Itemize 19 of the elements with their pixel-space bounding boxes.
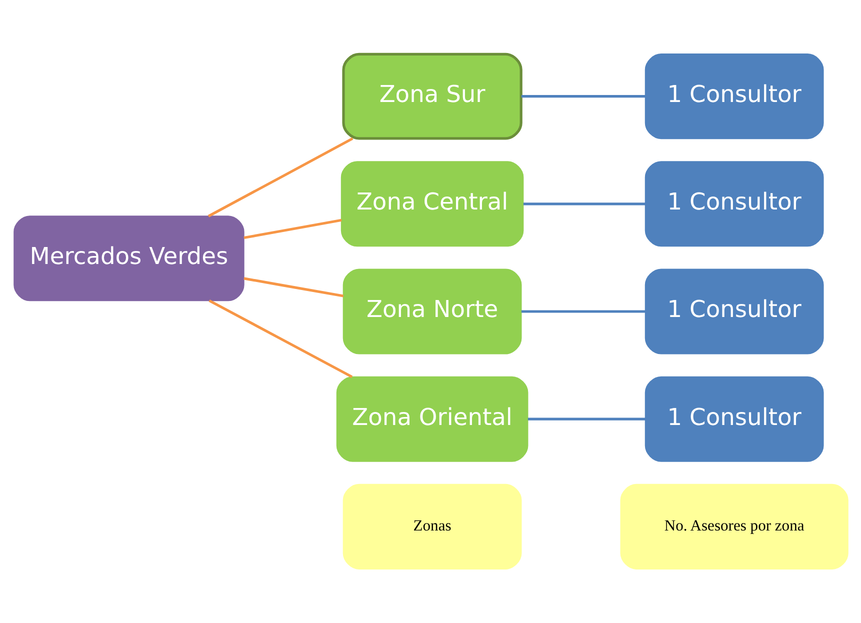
node-box: Zona Central [340,161,524,247]
node-box: Zona Norte [342,268,522,354]
node-box: Mercados Verdes [13,216,244,302]
connector [243,218,342,240]
connector [520,310,645,313]
connector [243,277,344,298]
node-box: 1 Consultor [644,268,824,354]
node-box: 1 Consultor [644,161,824,247]
node-box: Zona Oriental [336,376,528,462]
node-box: 1 Consultor [644,376,824,462]
connector [522,202,645,206]
connector [527,418,645,420]
node-box: Zonas [342,484,522,570]
node-box: Zona Sur [342,52,522,140]
node-box: 1 Consultor [644,54,824,140]
connector [207,137,353,218]
node-box: No. Asesores por zona [620,484,848,570]
connector [520,95,645,98]
connector [208,299,352,378]
